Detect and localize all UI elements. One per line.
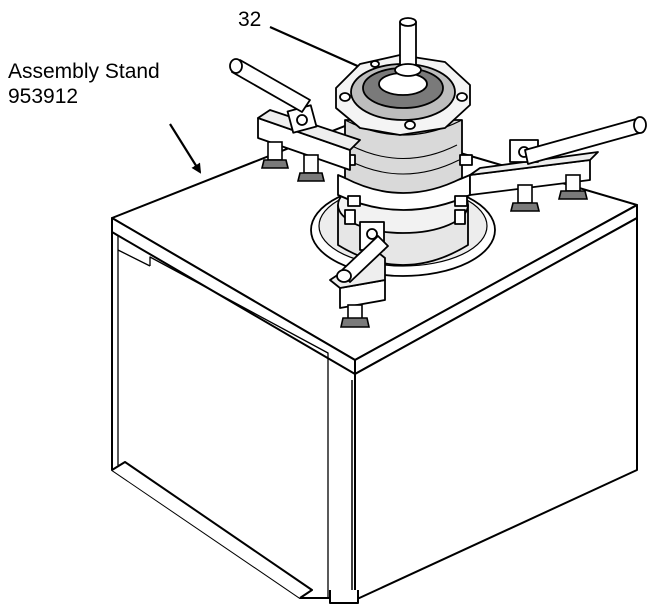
nut-2	[296, 154, 326, 182]
nut-1	[260, 141, 290, 169]
assembly-stand-label: Assembly Stand	[8, 60, 160, 83]
stand-bottom-flange	[111, 461, 313, 599]
callout-label-32: 32	[238, 8, 262, 31]
nut-3	[509, 184, 541, 212]
upper-body	[344, 119, 463, 194]
left-handle	[231, 59, 311, 113]
stand-right-panel	[354, 217, 638, 601]
assembly-stand-part-number: 953912	[8, 85, 79, 108]
leader-line-stand	[169, 123, 202, 174]
nut-4	[557, 174, 589, 200]
toggle-clamps	[229, 58, 647, 309]
leveling-nuts	[260, 141, 589, 328]
nut-5	[340, 304, 370, 328]
